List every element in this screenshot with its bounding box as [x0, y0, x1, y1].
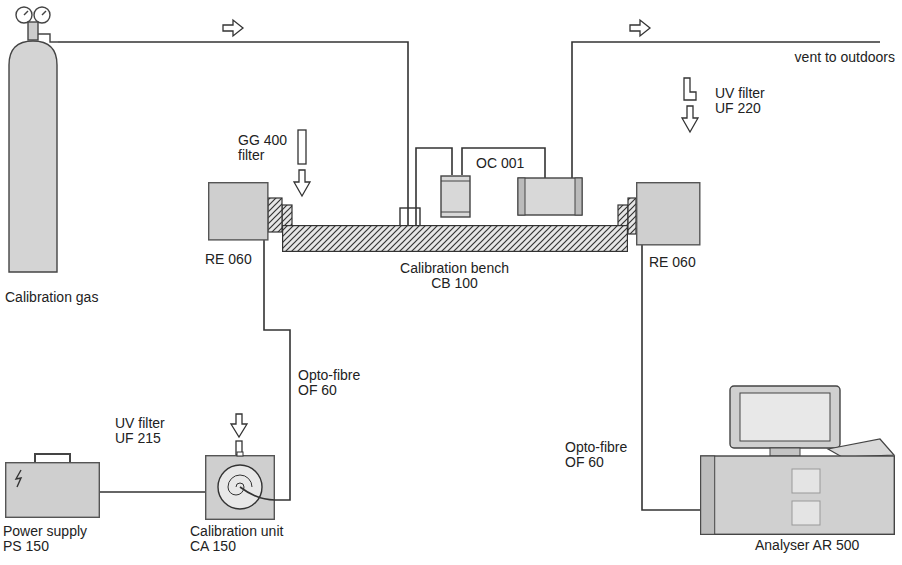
component-label: RE 060 — [649, 255, 709, 270]
power-supply-shape — [5, 462, 100, 518]
connector-label: Opto-fibre OF 60 — [565, 440, 637, 470]
analyser-shape — [700, 385, 895, 535]
bench-end-wall — [282, 205, 292, 226]
connector-line — [642, 245, 700, 510]
filter-label: UV filter UF 220 — [715, 86, 780, 116]
gas-cylinder: Calibration gas — [8, 40, 58, 272]
filter-label: UV filter UF 215 — [115, 416, 180, 446]
component-label: RE 060 — [205, 252, 261, 267]
reflector-unit-shape — [636, 182, 700, 245]
connector-label: Opto-fibre OF 60 — [298, 368, 370, 398]
flow-arrow — [630, 20, 650, 36]
component-label: Calibration unit CA 150 — [190, 524, 300, 554]
gas-regulator — [16, 7, 58, 42]
bench-end-wall — [618, 205, 628, 226]
calibration-unit-shape — [205, 455, 275, 520]
calibration-bench: Calibration bench CB 100 — [282, 225, 628, 252]
gas-tube — [462, 148, 545, 178]
insert-arrow — [294, 170, 310, 196]
connector — [642, 245, 700, 510]
calibration-bench-shape — [282, 225, 628, 252]
reflector-unit-shape — [208, 182, 268, 240]
analyser: Analyser AR 500 — [700, 385, 895, 535]
filter-symbol — [684, 78, 696, 100]
power-supply: Power supply PS 150 — [5, 462, 100, 518]
filter-symbol — [236, 441, 242, 455]
insert-arrow — [682, 106, 698, 132]
component-label: Calibration gas — [5, 290, 135, 305]
connector-line — [100, 491, 205, 493]
reflector-unit: RE 060 — [636, 182, 700, 245]
vent-label: vent to outdoors — [760, 50, 895, 65]
component-label: Calibration bench CB 100 — [392, 261, 517, 291]
filter-symbol — [298, 130, 306, 164]
component-label: Power supply PS 150 — [3, 524, 98, 554]
gas-cylinder-shape — [8, 40, 58, 272]
coupling — [268, 198, 282, 232]
calibration-unit: Calibration unit CA 150 — [205, 455, 275, 520]
component-label: OC 001 — [476, 156, 546, 171]
coupling — [628, 198, 636, 234]
gas-cells-shape — [440, 175, 582, 218]
filter-label: GG 400 filter — [238, 133, 294, 163]
gas-cells: OC 001 — [440, 175, 582, 218]
connector — [100, 492, 205, 493]
flow-arrow — [223, 20, 243, 36]
gas-inlet — [400, 208, 420, 226]
reflector-unit: RE 060 — [208, 182, 268, 240]
component-label: Analyser AR 500 — [755, 538, 895, 553]
insert-arrow — [231, 414, 247, 437]
